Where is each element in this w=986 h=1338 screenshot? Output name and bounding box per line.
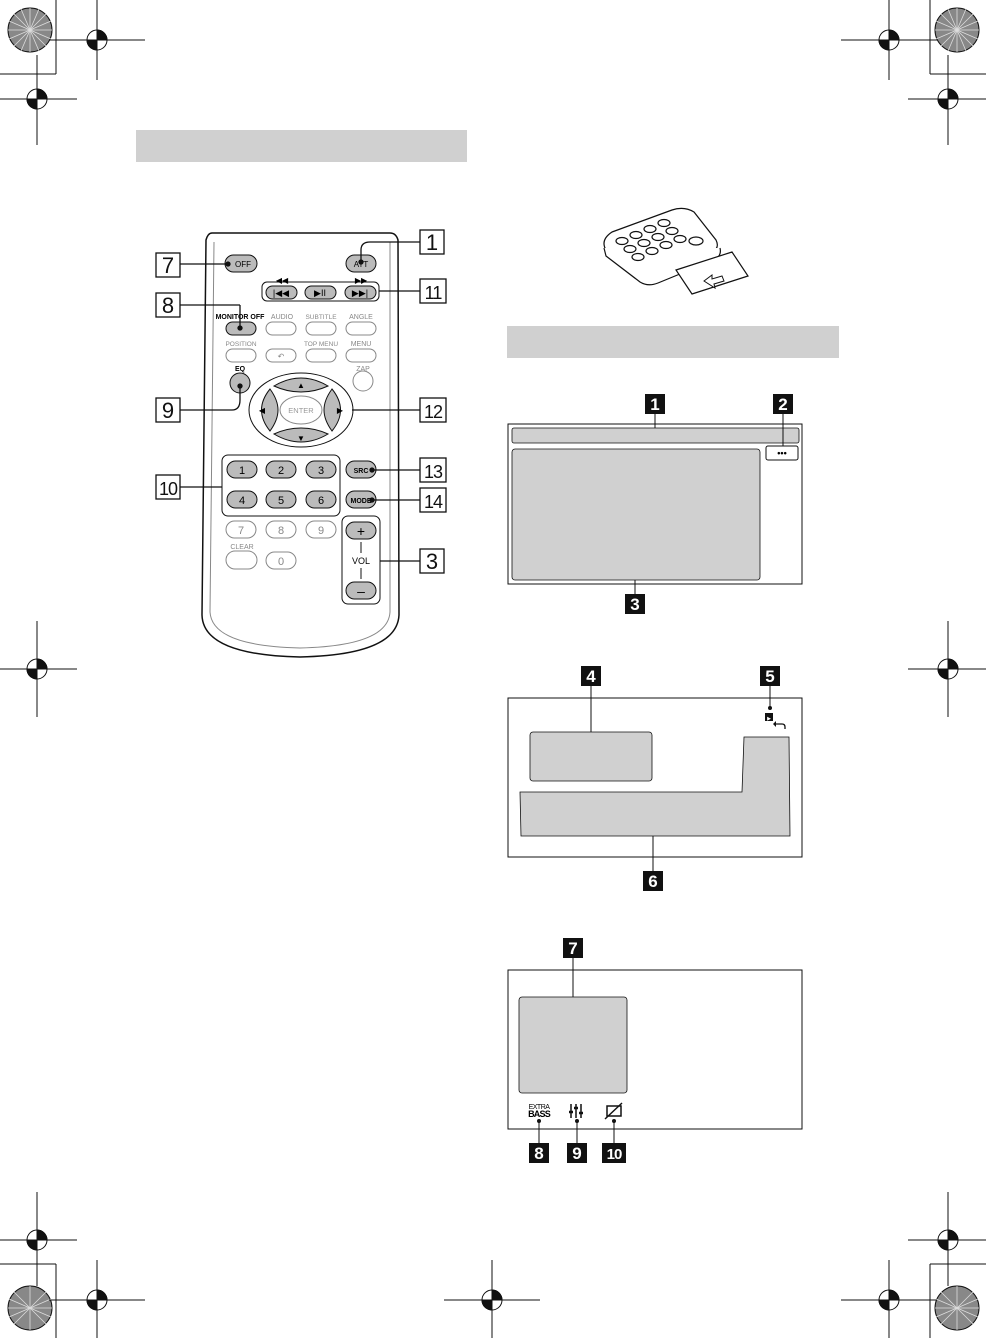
rewind-icon: ◀◀ — [276, 276, 289, 285]
subtitle-button[interactable] — [306, 322, 336, 335]
section-header-bar-remote — [136, 130, 467, 162]
extra-bass-bass-label: BASS — [528, 1109, 551, 1119]
return-icon: ↶ — [278, 352, 285, 361]
fast-forward-icon: ▶▶ — [355, 276, 368, 285]
callout-8: 8 — [162, 293, 174, 318]
volume-down-label: – — [357, 583, 365, 599]
number-0-label: 0 — [278, 556, 284, 568]
number-9-label: 9 — [318, 525, 324, 537]
angle-button[interactable] — [346, 322, 376, 335]
callout-14: 14 — [424, 492, 443, 512]
screen-callout-4: 4 — [586, 667, 596, 686]
eq-label: EQ — [235, 366, 246, 373]
menu-button[interactable] — [346, 349, 376, 362]
more-options-icon: ••• — [777, 448, 786, 458]
arrow-up-icon: ▲ — [297, 381, 305, 390]
section-header-bar-screens — [507, 326, 839, 358]
screen3-album-art — [519, 997, 627, 1093]
number-8-label: 8 — [278, 525, 284, 537]
callout-3: 3 — [426, 549, 438, 574]
play-icon: ▶ — [767, 716, 771, 722]
callout-7: 7 — [162, 253, 174, 278]
screen-callout-2: 2 — [778, 395, 787, 414]
remote-battery-illustration — [604, 208, 748, 294]
top-menu-button[interactable] — [306, 349, 336, 362]
clear-button[interactable] — [226, 551, 257, 569]
menu-label: MENU — [351, 341, 372, 348]
screen-callout-7: 7 — [568, 939, 577, 958]
callout-1: 1 — [426, 230, 438, 255]
audio-label: AUDIO — [271, 314, 294, 321]
off-button-label: OFF — [235, 260, 251, 269]
angle-label: ANGLE — [349, 314, 373, 321]
screen-diagram-2: ▶ — [508, 686, 802, 871]
screen-callout-9: 9 — [572, 1144, 581, 1163]
equalizer-icon — [569, 1104, 583, 1118]
screen1-top-bar — [512, 428, 799, 443]
enter-label: ENTER — [288, 406, 314, 415]
number-3-label: 3 — [318, 465, 324, 477]
screen1-main-area — [512, 449, 760, 580]
number-7-label: 7 — [238, 525, 244, 537]
prev-track-icon: |◀◀ — [273, 288, 289, 298]
screen-callout-6: 6 — [648, 872, 657, 891]
screen-callout-1: 1 — [650, 395, 659, 414]
volume-label: VOL — [352, 556, 370, 566]
number-6-label: 6 — [318, 495, 324, 507]
position-label: POSITION — [225, 341, 256, 348]
screen-callout-8: 8 — [534, 1144, 543, 1163]
position-button[interactable] — [226, 349, 256, 362]
number-4-label: 4 — [239, 495, 245, 507]
callout-12: 12 — [424, 402, 443, 422]
number-1-label: 1 — [239, 465, 245, 477]
remote-commander: OFF ATT ◀◀ ▶▶ |◀◀ ▶II ▶▶| MONITOR OFF AU… — [202, 233, 399, 657]
callout-10: 10 — [159, 479, 178, 499]
number-2-label: 2 — [278, 465, 284, 477]
callout-13: 13 — [424, 462, 443, 482]
src-label: SRC — [354, 468, 369, 475]
zap-button[interactable] — [353, 371, 373, 391]
screen-diagram-3: EXTRA BASS — [508, 958, 802, 1143]
screen-callout-3: 3 — [630, 595, 639, 614]
screen-diagram-1: ••• — [508, 414, 802, 594]
next-track-icon: ▶▶| — [352, 288, 368, 298]
screen2-small-panel — [530, 732, 652, 781]
mode-label: MODE — [351, 498, 372, 505]
top-menu-label: TOP MENU — [304, 341, 338, 348]
callout-11: 11 — [425, 283, 443, 303]
number-5-label: 5 — [278, 495, 284, 507]
subtitle-label: SUBTITLE — [305, 314, 337, 321]
arrow-left-icon: ◀ — [259, 406, 266, 415]
play-pause-icon: ▶II — [314, 288, 326, 298]
screen-callout-5: 5 — [765, 667, 774, 686]
volume-up-label: + — [357, 523, 365, 539]
screen-callout-10: 10 — [607, 1146, 622, 1163]
callout-9: 9 — [162, 398, 174, 423]
arrow-down-icon: ▼ — [297, 434, 305, 443]
clear-label: CLEAR — [230, 544, 253, 551]
arrow-right-icon: ▶ — [337, 406, 344, 415]
audio-button[interactable] — [266, 322, 296, 335]
